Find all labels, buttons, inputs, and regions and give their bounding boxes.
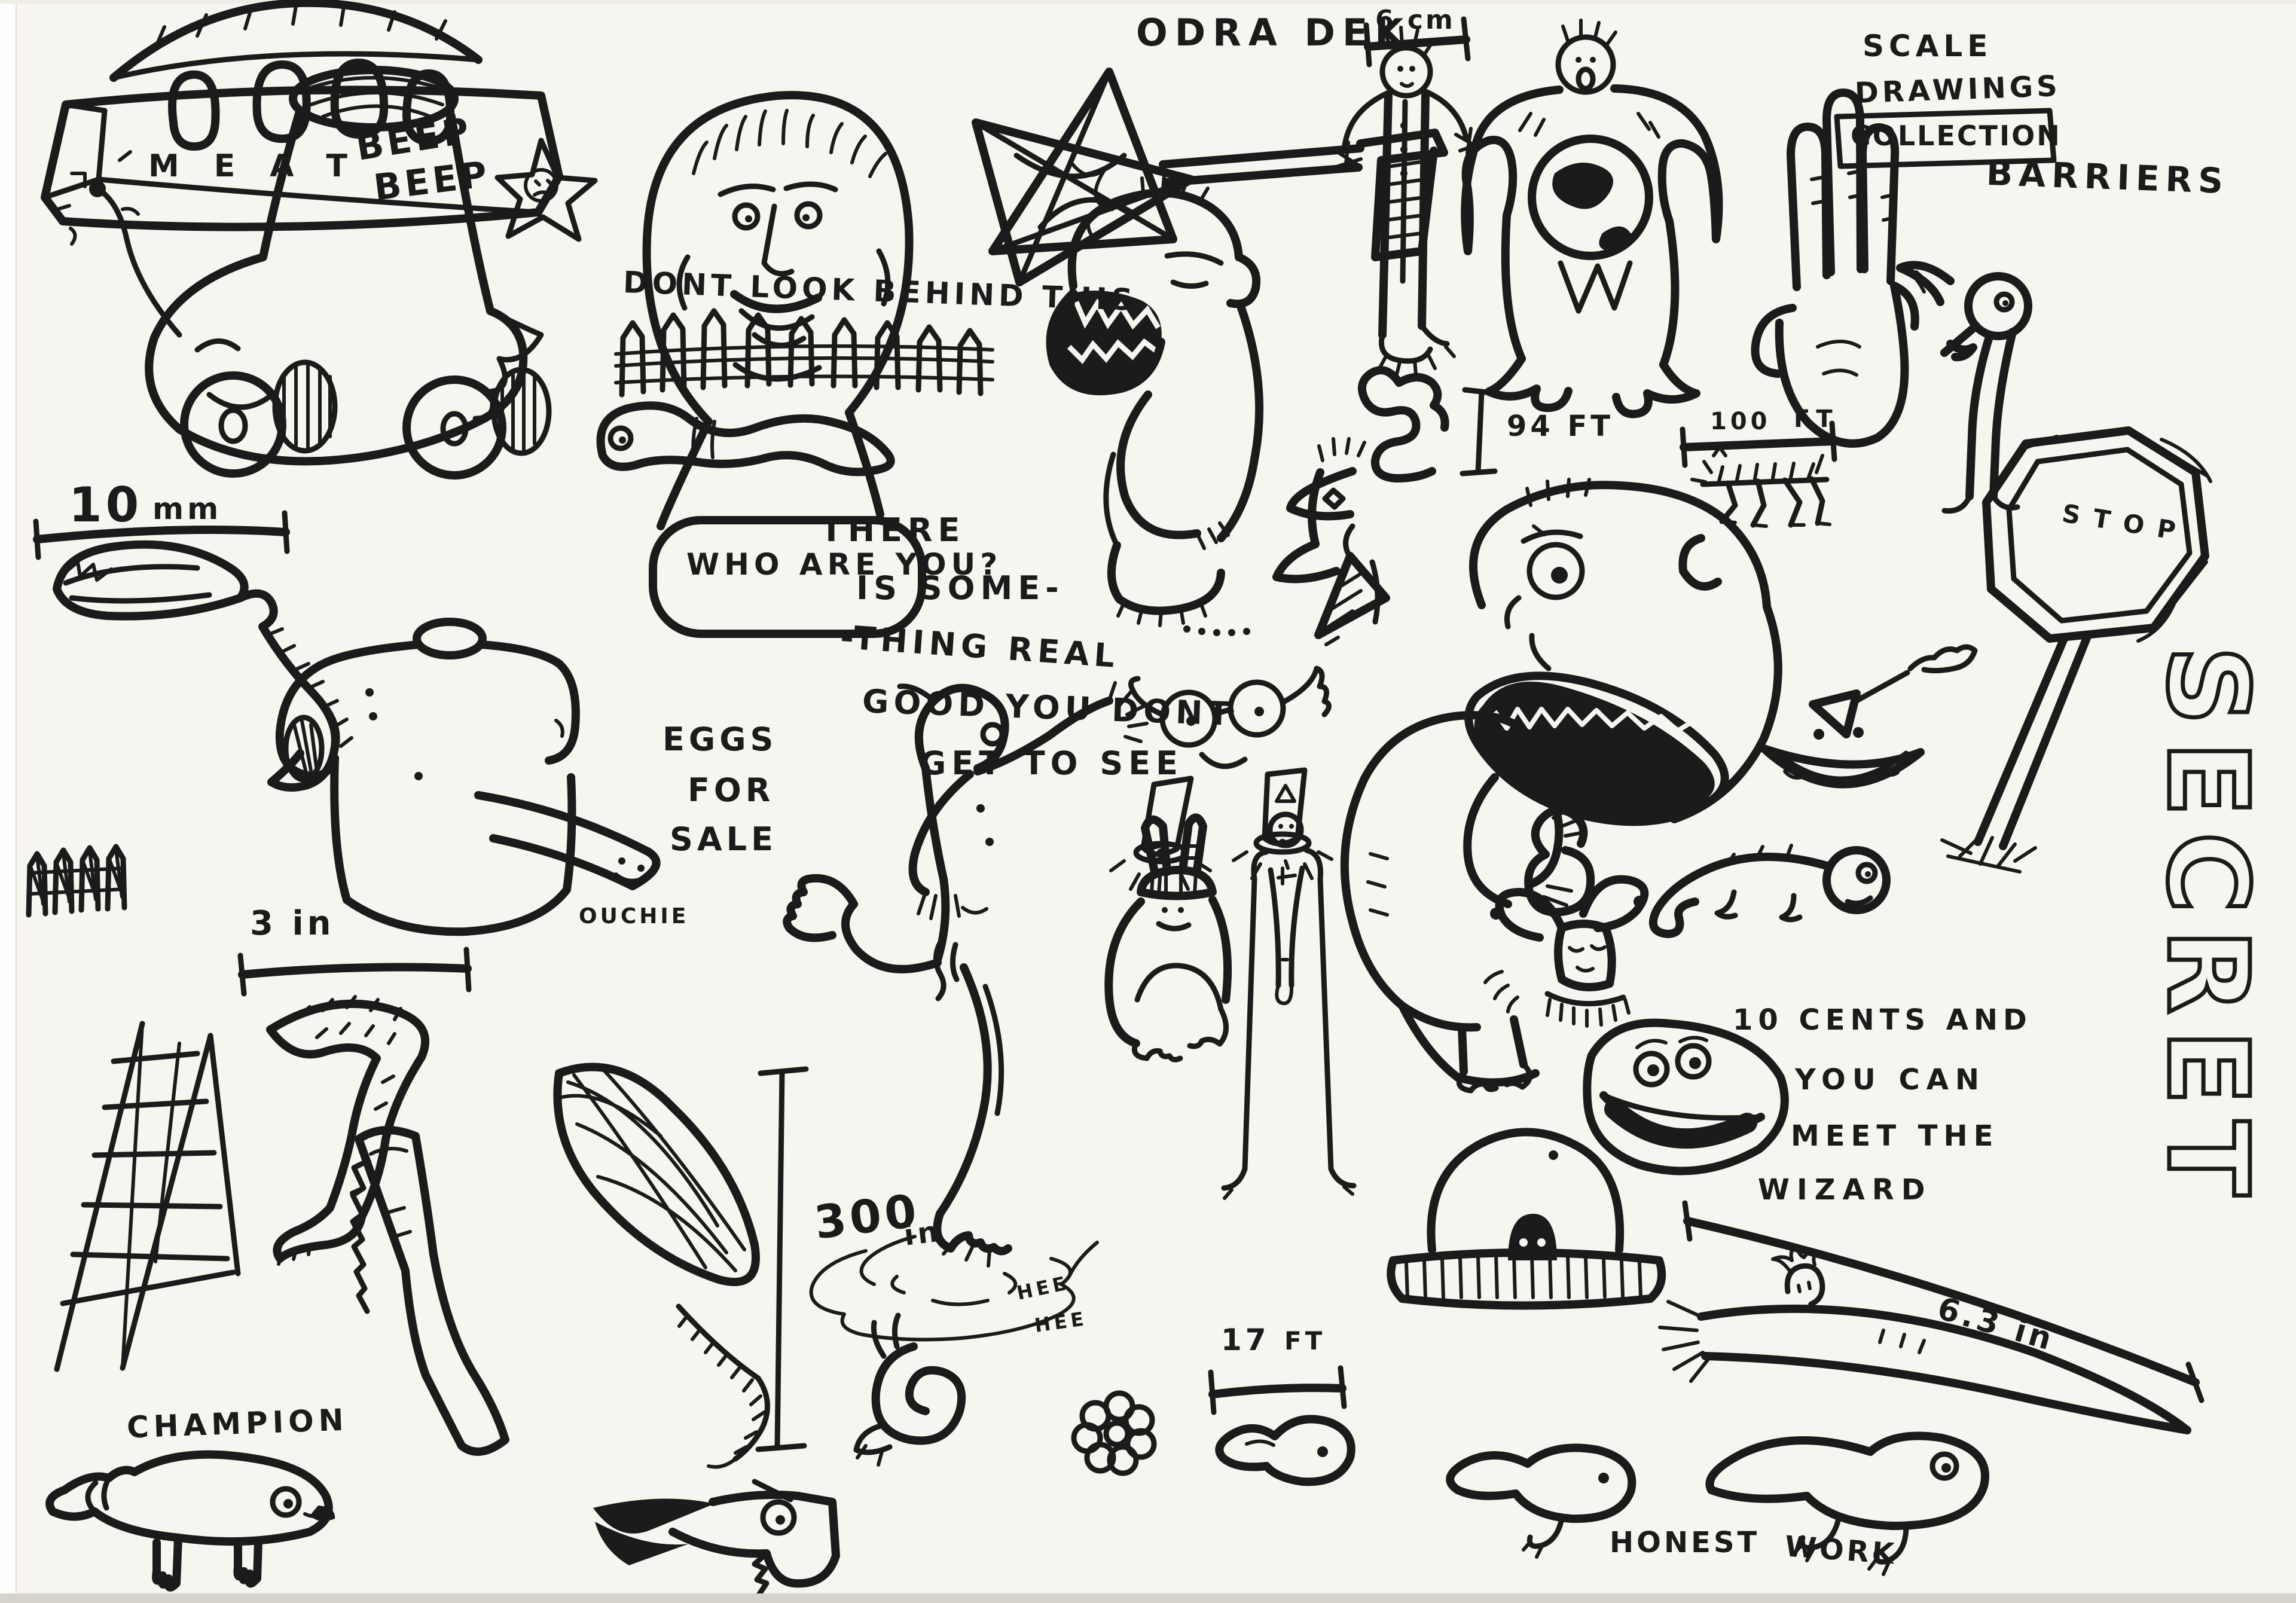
measure-17ft-value: 17: [1221, 1323, 1270, 1357]
measure-3in-label: 3 in: [250, 904, 335, 943]
label-eggs-line3: SALE: [670, 820, 777, 858]
wizard-line-2: YOU CAN: [1795, 1063, 1986, 1097]
big-head-drawing: [1464, 478, 1782, 826]
grin-creature-drawing: [1583, 1018, 1789, 1175]
measure-300in-unit: in: [902, 1214, 944, 1253]
label-barriers: BARRIERS: [1985, 152, 2230, 202]
raised-hand-drawing: [1751, 88, 1919, 474]
drooping-figure-drawing: [1221, 784, 1357, 1200]
measure-6cm-label: 6 cm: [1375, 5, 1455, 35]
poem-line-5: GET TO SEE: [920, 744, 1184, 782]
label-meat: MEAT: [148, 148, 382, 184]
foot-car-drawing: [56, 66, 552, 480]
frowny-star-drawing: [494, 138, 598, 242]
label-honest: HONEST: [1610, 1526, 1760, 1559]
trowel-grin-drawing: [1760, 644, 1978, 789]
gremlin-drawing: [1046, 174, 1264, 636]
measure-100ft-value: 100: [1710, 408, 1771, 435]
paper-bottom-edge: [0, 1593, 2296, 1603]
paper-top-edge: [0, 0, 2296, 4]
gecko-drawing: [1648, 844, 1891, 938]
wizard-line-3: MEET THE: [1791, 1119, 1999, 1153]
label-scale: SCALE: [1863, 29, 1993, 63]
jester-hole-drawing: [1483, 875, 1649, 1028]
beehive-drawing: [1387, 1128, 1666, 1310]
snail-drawing: [853, 1312, 966, 1467]
snake-bird-drawing: [1896, 261, 2032, 514]
duck-face-drawing: [1272, 437, 1390, 646]
picket-fence-drawing: [614, 308, 994, 398]
speech-who-are-you: WHO ARE YOU?: [686, 547, 1003, 582]
tadpole-drawing: [1215, 1415, 1355, 1486]
label-collection: COLLECTION: [1851, 120, 2062, 152]
label-eggs-line2: FOR: [688, 771, 775, 809]
measure-100ft-unit: FT: [1794, 405, 1839, 433]
puddle-drawing: [809, 1235, 1099, 1342]
wizard-line-1: 10 CENTS AND: [1733, 1003, 2032, 1037]
paper-left-edge: [0, 0, 17, 1603]
vertical-secret-label: SECRET: [2141, 644, 2274, 1214]
worm-drawing: [596, 401, 895, 477]
measure-17ft-bar: [1208, 1365, 1347, 1415]
wizard-line-4: WIZARD: [1758, 1173, 1932, 1207]
measure-94ft-label: 94 FT: [1507, 410, 1614, 443]
globe-chest-figure-drawing: [1461, 19, 1723, 419]
poem-line-2: IS SOME-: [856, 569, 1064, 607]
measure-94ft-bar: [1460, 387, 1501, 477]
stop-sign-drawing: [1940, 426, 2212, 874]
label-eggs-line1: EGGS: [662, 720, 778, 758]
measure-10mm-value: 10: [69, 477, 143, 533]
squiggle-creature-drawing: [1358, 366, 1449, 483]
collection-box-drawing: [1834, 108, 2057, 169]
shirt-torso-drawing: [275, 618, 661, 936]
bunny-hat-croucher-drawing: [1104, 813, 1232, 1062]
measure-100ft-bar: [1680, 420, 1837, 468]
running-figure-drawing: [783, 681, 1149, 1256]
goose-head-drawing: [593, 1479, 840, 1597]
measure-17ft-unit: FT: [1284, 1326, 1326, 1355]
label-odradek: ODRA DEK: [1136, 11, 1411, 54]
champion-creature-drawing: [45, 1450, 335, 1592]
small-fence-drawing: [26, 844, 127, 918]
measure-6cm-bar: [1363, 16, 1471, 68]
hairy-leg-drawing: [266, 995, 430, 1266]
measure-10mm-bar: [33, 510, 290, 560]
label-ouchie: OUCHIE: [579, 904, 689, 929]
tadpole-one-leg-drawing: [1446, 1443, 1636, 1559]
tadpole-legs-drawing: [1705, 1431, 1989, 1576]
balloon-head-drawing: [642, 91, 926, 638]
measure-300in-bar: [755, 1066, 809, 1452]
measure-3in-bar: [237, 946, 472, 997]
insect-wing-drawing: [553, 1062, 770, 1469]
poem-line-1: THERE: [820, 511, 966, 549]
muscle-figure-drawing: [1340, 711, 1595, 1094]
ladder-drawing: [54, 1021, 241, 1372]
jagged-boot-drawing: [350, 1126, 509, 1456]
long-arm-creature-drawing: [1658, 1200, 2205, 1434]
measure-10mm-unit: mm: [152, 491, 222, 526]
flower-cluster-drawing: [1071, 1390, 1157, 1476]
